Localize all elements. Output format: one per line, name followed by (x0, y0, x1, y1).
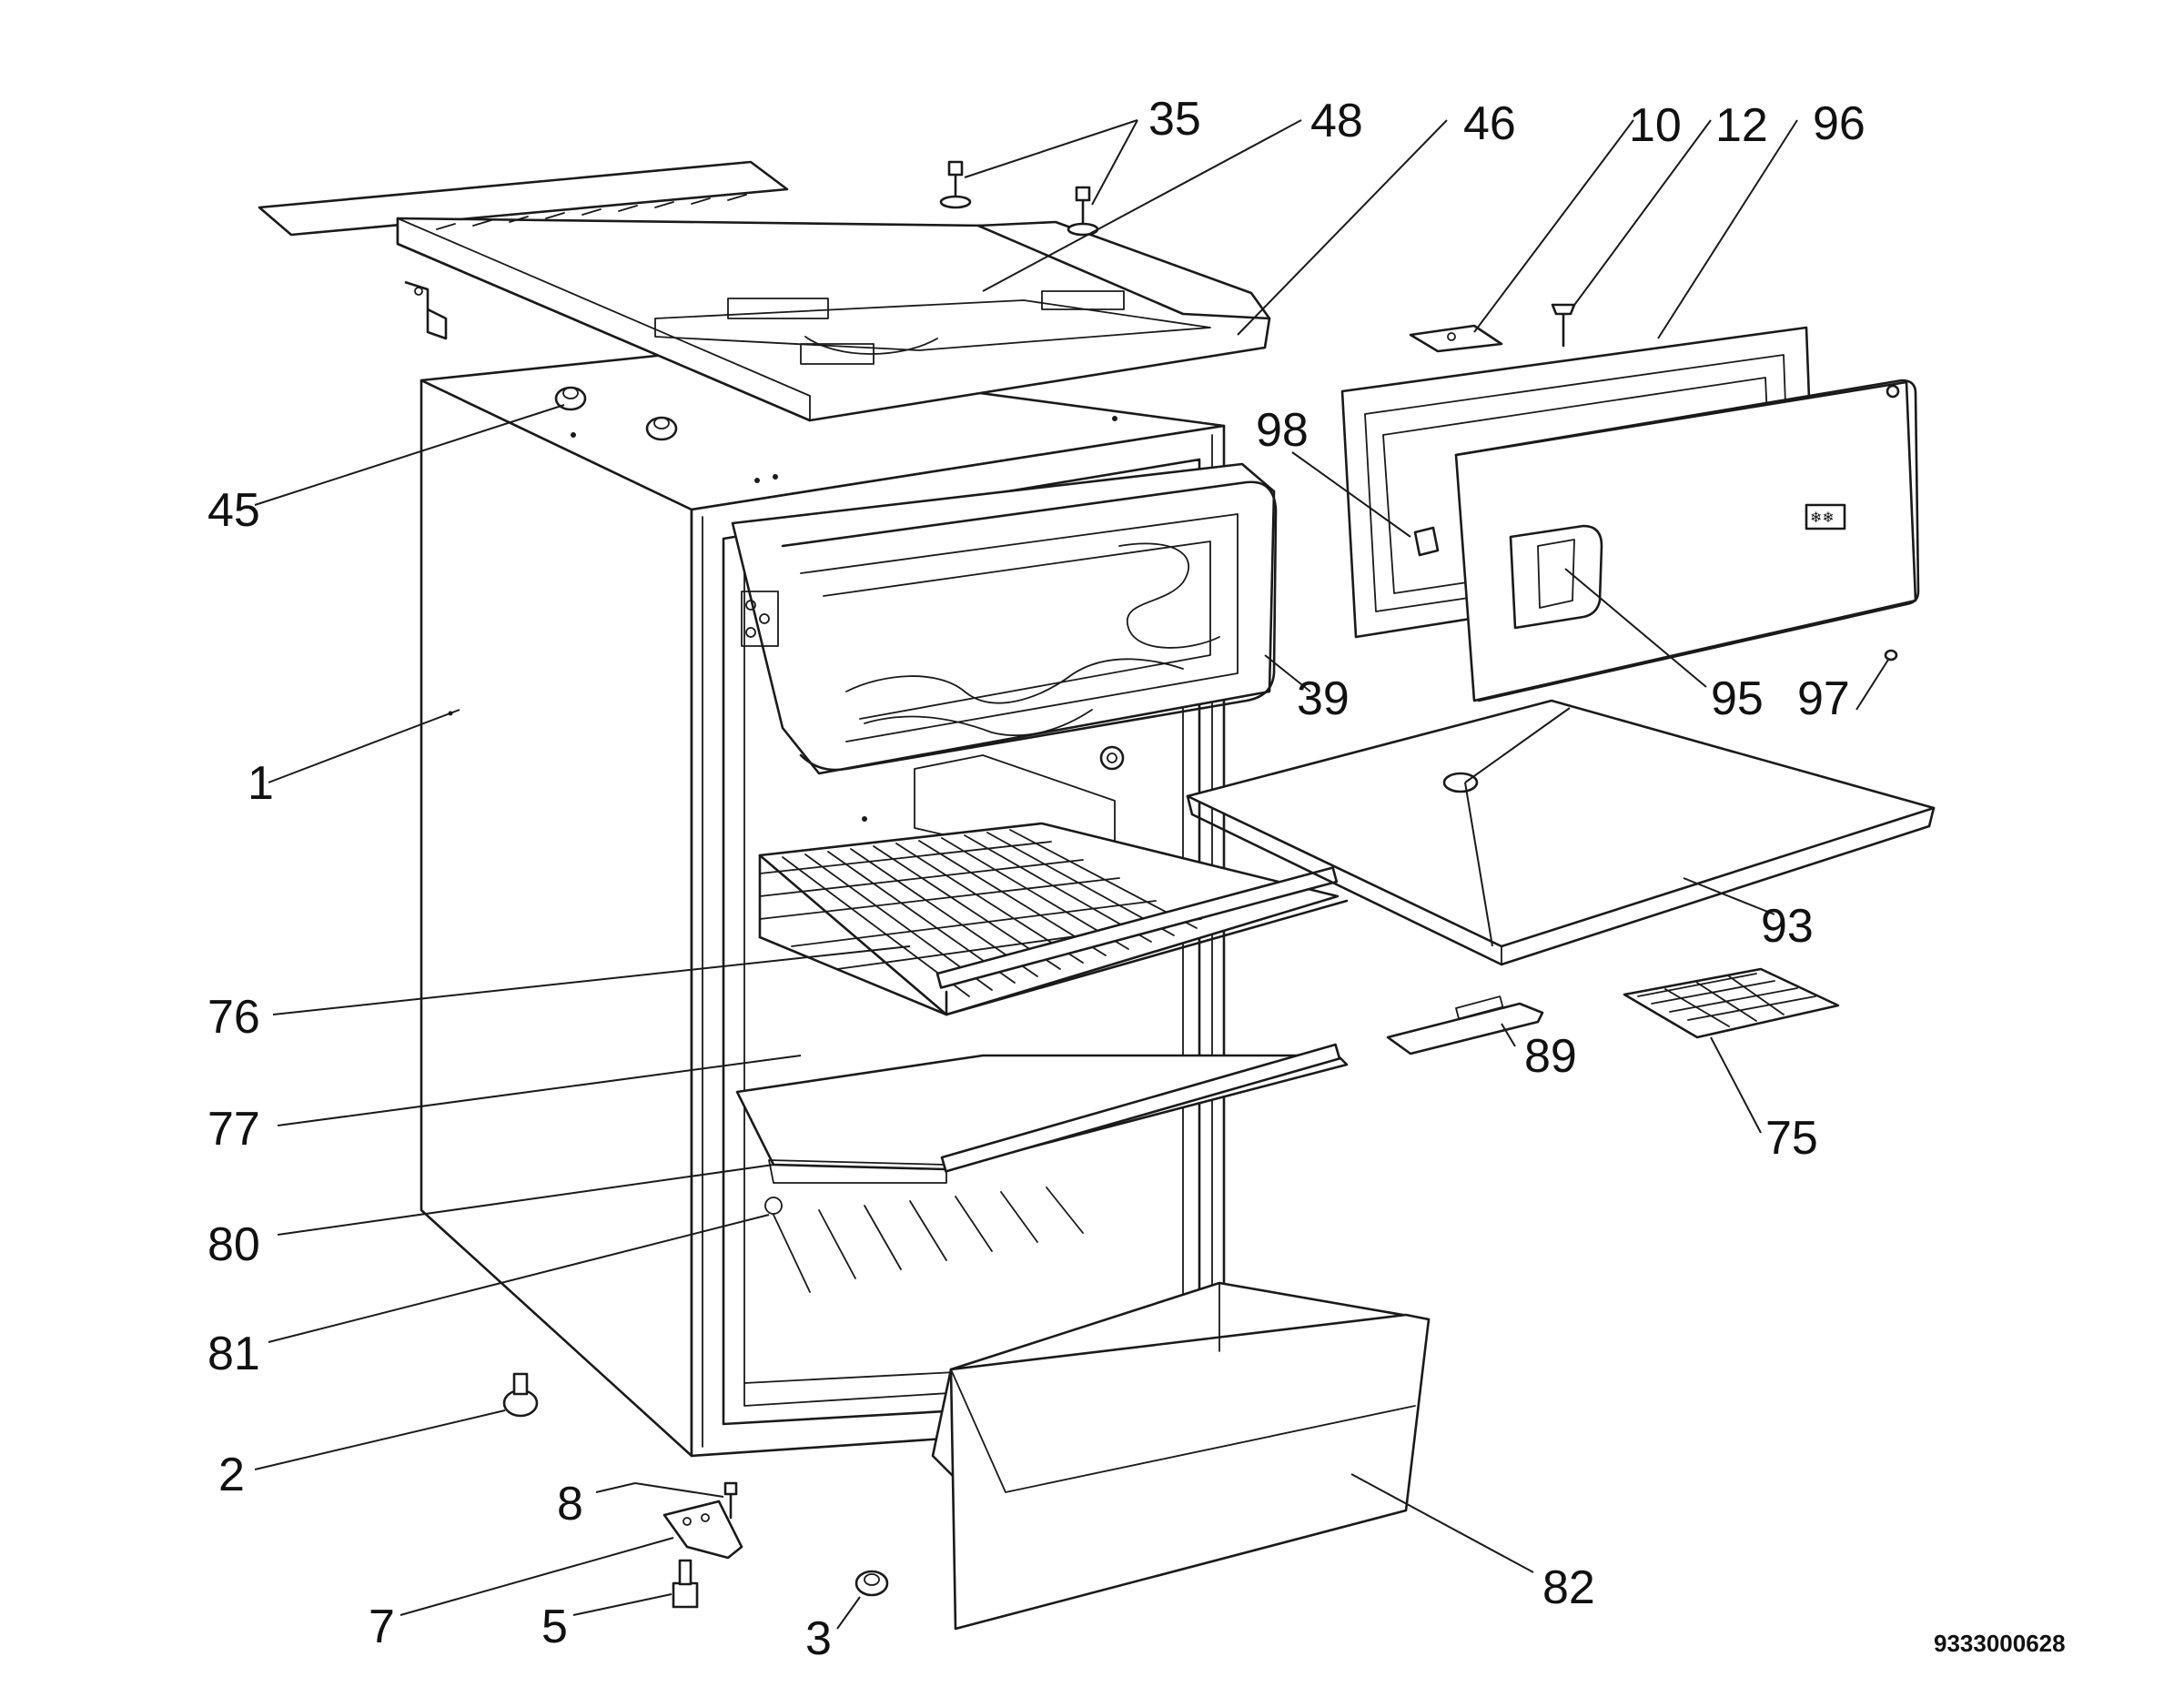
top-bumpers (554, 386, 678, 441)
callout-48: 48 (1310, 95, 1363, 147)
callout-12: 12 (1715, 99, 1768, 152)
callout-1: 1 (248, 757, 274, 810)
callout-5: 5 (541, 1601, 568, 1653)
callout-46: 46 (1463, 97, 1516, 150)
document-number: 9333000628 (1934, 1630, 2066, 1657)
wire-shelf (758, 822, 1349, 1016)
callout-2: 2 (218, 1449, 245, 1501)
feet (502, 1372, 889, 1609)
callout-76: 76 (207, 991, 260, 1044)
callout-45: 45 (207, 484, 260, 537)
callout-93: 93 (1761, 900, 1814, 953)
top-cover (258, 160, 1271, 422)
leader-lines (254, 119, 1889, 1630)
door-badge: ❄❄ (1810, 509, 1835, 526)
callout-81: 81 (207, 1328, 260, 1380)
bottom-hinge (662, 1481, 743, 1560)
callout-labels: 35 48 46 10 12 96 45 98 1 39 95 97 93 76… (207, 93, 1866, 1665)
callout-97: 97 (1797, 672, 1850, 725)
callout-7: 7 (369, 1601, 395, 1653)
callout-77: 77 (207, 1103, 260, 1156)
callout-96: 96 (1813, 97, 1866, 150)
callout-3: 3 (805, 1612, 832, 1665)
callout-95: 95 (1711, 672, 1764, 725)
callout-35: 35 (1148, 93, 1201, 146)
callout-39: 39 (1297, 672, 1350, 725)
callout-75: 75 (1765, 1112, 1818, 1165)
callout-10: 10 (1629, 99, 1682, 152)
inner-back-panel (862, 745, 1125, 874)
callout-8: 8 (557, 1478, 583, 1530)
light-cover (1386, 995, 1544, 1056)
callout-98: 98 (1256, 404, 1309, 457)
callout-89: 89 (1524, 1030, 1577, 1083)
door-bin (931, 1281, 1431, 1631)
drip-tray (1186, 699, 1936, 966)
top-left-hinge (404, 280, 448, 340)
ice-tray (1623, 967, 1840, 1039)
callout-80: 80 (207, 1218, 260, 1271)
evaporator (731, 462, 1278, 775)
freezer-door: ❄❄ (1340, 326, 1920, 702)
callout-82: 82 (1542, 1561, 1595, 1614)
door-hinge (1409, 303, 1898, 662)
screws (939, 160, 1099, 237)
